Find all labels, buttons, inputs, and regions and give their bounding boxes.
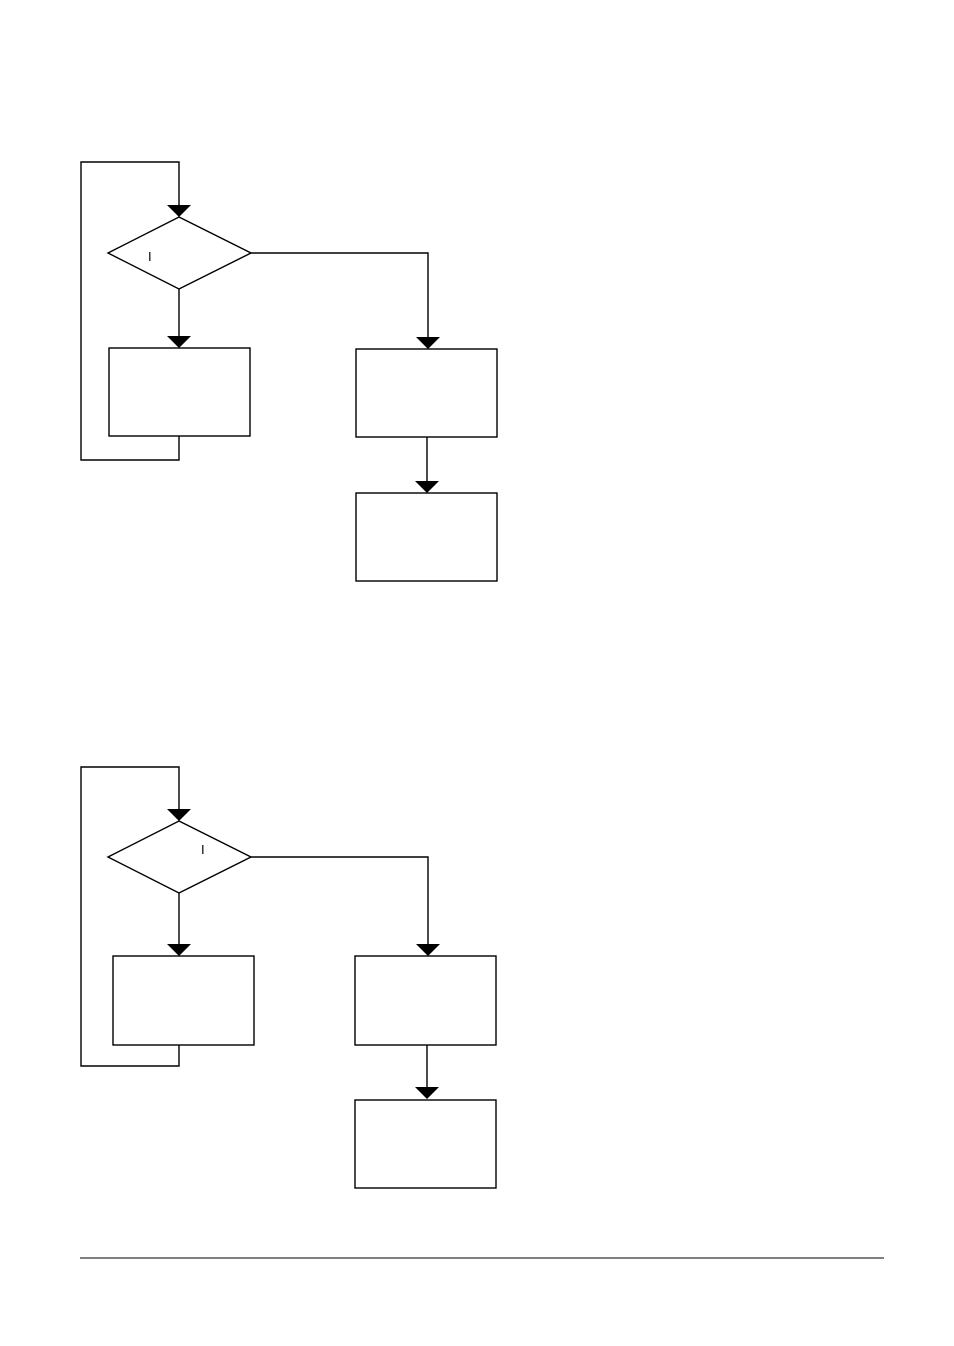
flowchart-2-loop-connector: [80, 766, 180, 1067]
flowchart-2-arrow-into-box-bottom: [415, 1087, 439, 1099]
flowchart-2-box-bottom: [354, 1099, 497, 1189]
flowchart-2-arrow-into-box-left: [167, 944, 191, 956]
flowchart-1: I: [80, 161, 498, 582]
flowchart-2-decision: [106, 820, 253, 894]
flowchart-2-arrow-into-decision: [167, 809, 191, 821]
flowchart-1-connector-decision-to-box-right: [251, 252, 429, 338]
flowchart-1-decision-label: I: [148, 249, 152, 264]
flowchart-2-box-right: [354, 955, 497, 1046]
flowchart-2-arrow-into-box-right: [416, 944, 440, 956]
flowchart-1-decision: [106, 216, 253, 290]
flowchart-2: I: [80, 766, 497, 1189]
flowchart-1-arrow-into-decision: [167, 205, 191, 217]
flowchart-1-box-bottom: [355, 492, 498, 582]
flowchart-1-box-left: [108, 347, 251, 437]
flowchart-1-arrow-into-box-left: [167, 336, 191, 348]
flowchart-1-arrow-into-box-right: [416, 337, 440, 349]
flowchart-2-connector-decision-to-box-right: [251, 856, 429, 945]
flowchart-1-box-right: [355, 348, 498, 438]
flowchart-2-box-left: [112, 955, 255, 1046]
flowchart-2-decision-label: I: [201, 842, 205, 857]
flowchart-1-loop-connector: [80, 161, 180, 461]
flowchart-1-arrow-into-box-bottom: [415, 481, 439, 493]
